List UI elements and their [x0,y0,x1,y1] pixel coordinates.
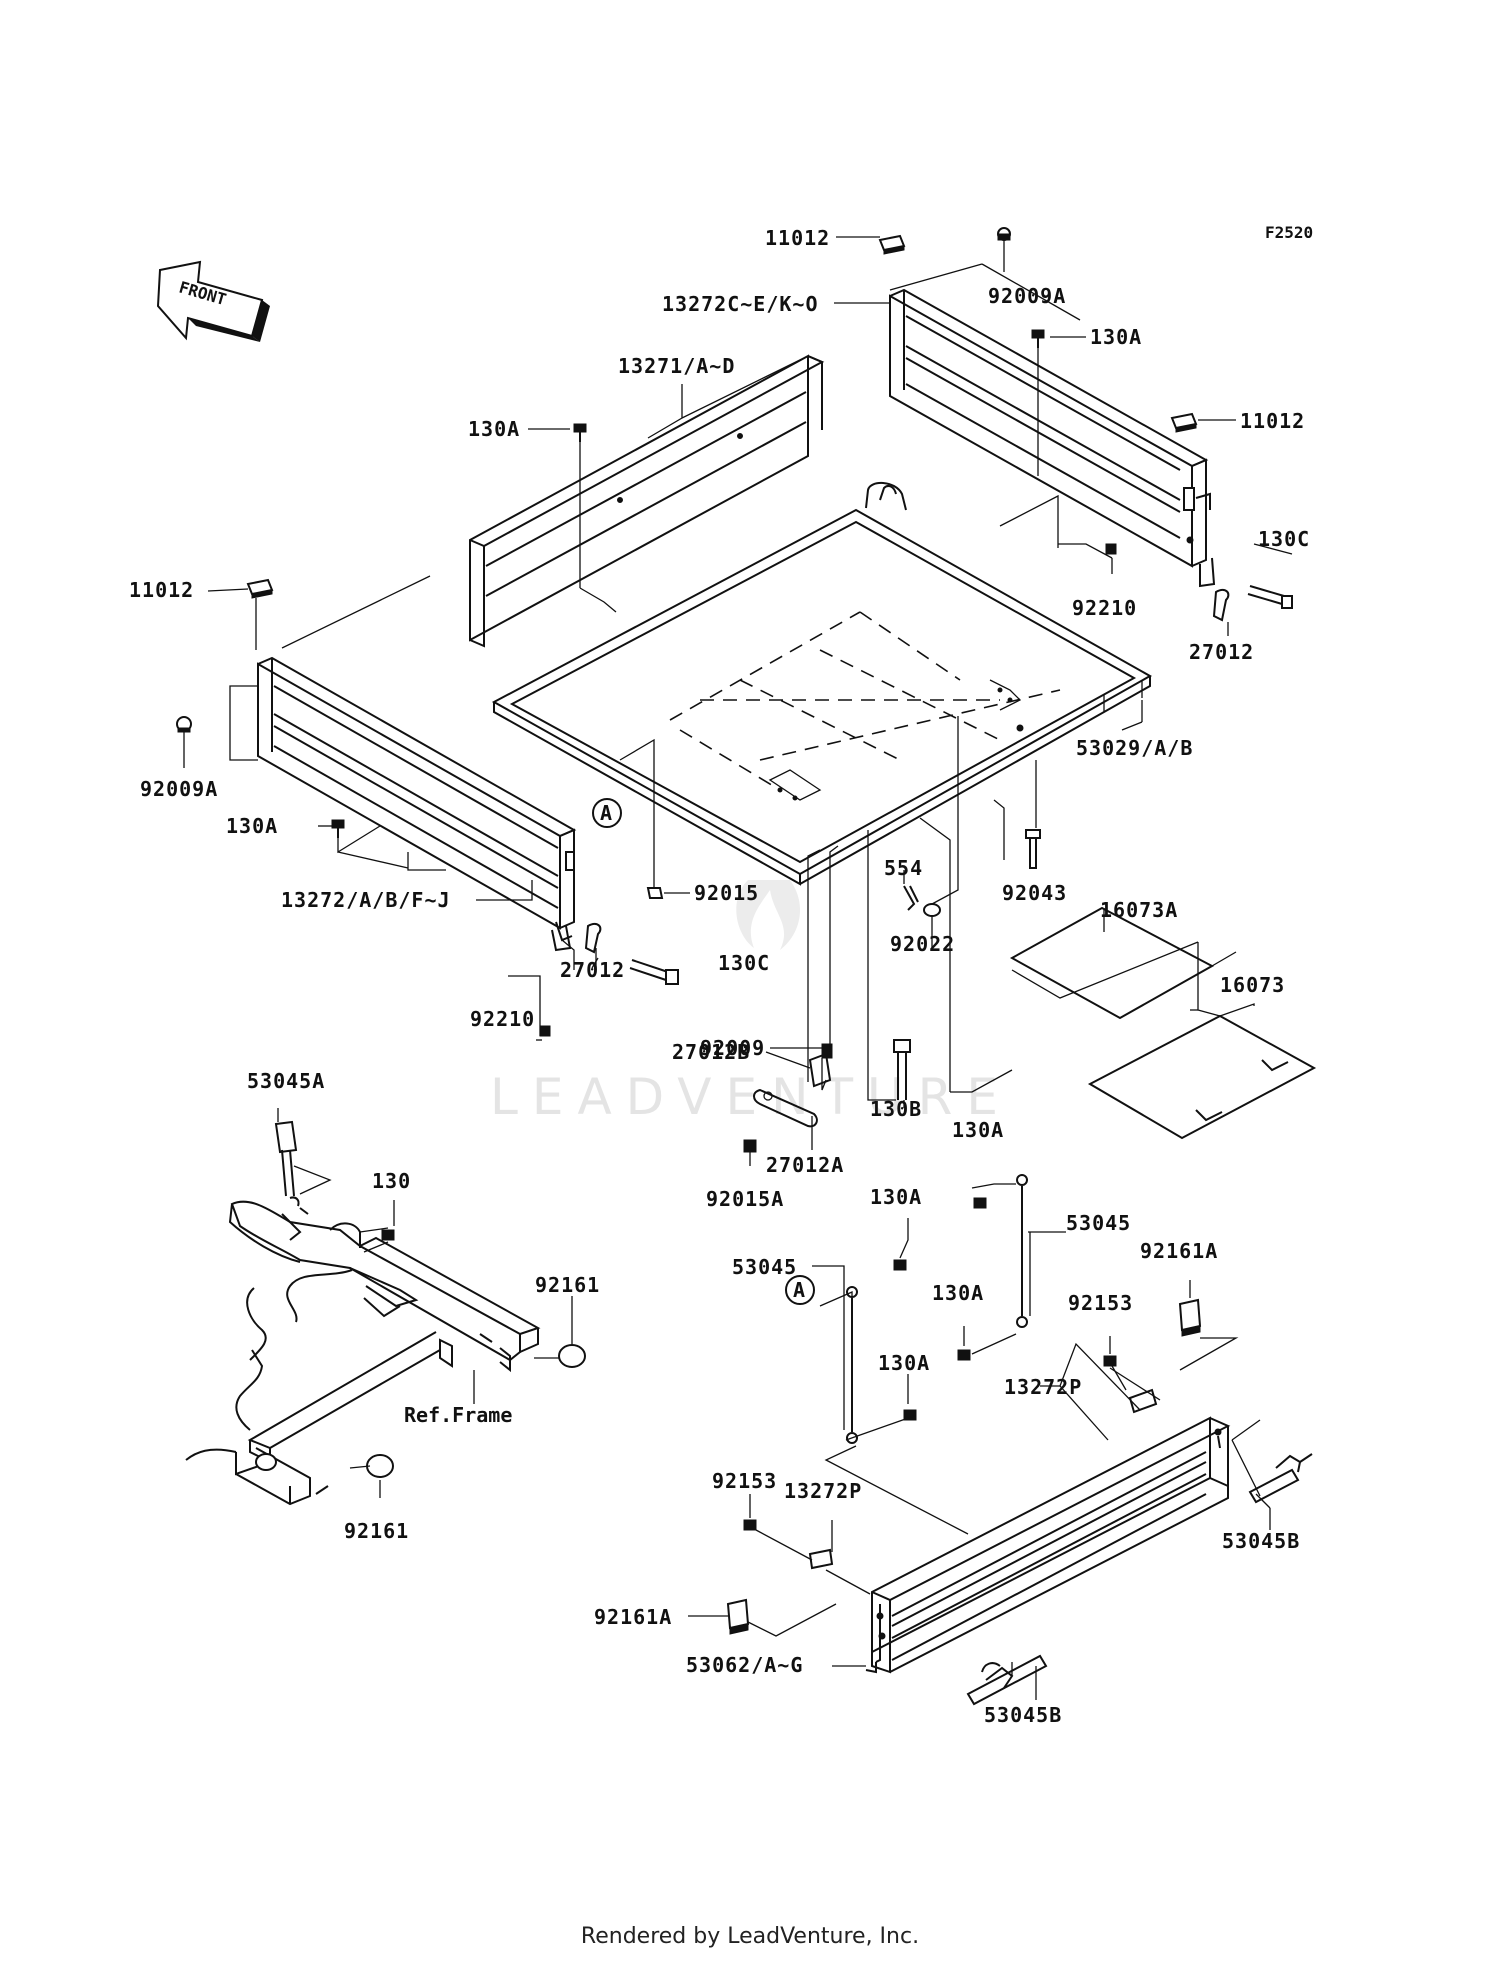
front-panel [469,354,825,648]
left-side-panel [257,656,577,942]
label-27012a: 27012A [766,1153,844,1177]
latch-53045b-bottom [966,1654,1048,1706]
label-13271: 13271/A~D [618,354,735,378]
label-130c-right: 130C [1258,527,1310,551]
label-53062: 53062/A~G [686,1653,803,1677]
label-27012b: 27012B [672,1040,750,1064]
label-130a-left: 130A [226,814,278,838]
latch-53045b-right [1248,1453,1313,1504]
label-53045-left: 53045 [732,1255,797,1279]
label-130: 130 [372,1169,411,1193]
label-53045a: 53045A [247,1069,325,1093]
label-92015: 92015 [694,881,759,905]
label-13272c: 13272C~E/K~O [662,292,819,316]
label-92009a-top: 92009A [988,284,1066,308]
label-53045b-bottom: 53045B [984,1703,1062,1727]
watermark: LEADVENTURE [490,880,1012,1126]
label-92210-left: 92210 [470,1007,535,1031]
label-53045-right: 53045 [1066,1211,1131,1235]
label-ref-frame: Ref.Frame [404,1403,512,1427]
callout-a-upper: A [600,801,612,825]
label-13272p-left: 13272P [784,1479,862,1503]
label-16073: 16073 [1220,973,1285,997]
right-side-panel [889,288,1211,568]
label-92043: 92043 [1002,881,1067,905]
label-92153-left: 92153 [712,1469,777,1493]
hardware [176,227,1293,1635]
mat-16073a [1009,906,1215,1020]
label-554: 554 [884,856,923,880]
callout-a-lower: A [793,1278,805,1302]
callout-a-upper-circle [592,798,622,828]
label-92161a-left: 92161A [594,1605,672,1629]
front-arrow-icon: FRONT [156,260,270,342]
watermark-text: LEADVENTURE [490,1068,1012,1126]
label-92161-bottom: 92161 [344,1519,409,1543]
label-130a-cable3: 130A [932,1281,984,1305]
mat-16073 [1087,1014,1317,1140]
label-11012-right: 11012 [1240,409,1305,433]
label-92022: 92022 [890,932,955,956]
label-53045b-right: 53045B [1222,1529,1300,1553]
label-11012-left: 11012 [129,578,194,602]
ref-frame [185,1196,541,1506]
label-130a-cable2: 130A [870,1185,922,1209]
label-130a-mid: 130A [468,417,520,441]
label-92015a: 92015A [706,1187,784,1211]
label-130b: 130B [870,1097,922,1121]
label-92153-right: 92153 [1068,1291,1133,1315]
footer-credit: Rendered by LeadVenture, Inc. [580,1924,920,1949]
label-92009a-left: 92009A [140,777,218,801]
label-130c-left: 130C [718,951,770,975]
label-92009: 92009 [700,1036,765,1060]
tailgate [865,1416,1231,1674]
part-labels: F2520 11012 13272C~E/K~O 92009A 130A 132… [129,223,1313,1727]
callout-a-lower-circle [785,1275,815,1305]
label-13272ab: 13272/A/B/F~J [281,888,451,912]
cargo-bed [491,482,1153,886]
label-53029: 53029/A/B [1076,736,1193,760]
label-27012-left: 27012 [560,958,625,982]
label-130a-right: 130A [1090,325,1142,349]
label-92161-right: 92161 [535,1273,600,1297]
label-92210-right: 92210 [1072,596,1137,620]
label-130a-cable4: 130A [878,1351,930,1375]
label-130a-cable: 130A [952,1118,1004,1142]
label-27012-right: 27012 [1189,640,1254,664]
label-92161a-right: 92161A [1140,1239,1218,1263]
label-16073a: 16073A [1100,898,1178,922]
diagram-code: F2520 [1265,223,1313,242]
label-13272p-right: 13272P [1004,1375,1082,1399]
label-11012-top: 11012 [765,226,830,250]
leader-lines [183,236,1293,1700]
